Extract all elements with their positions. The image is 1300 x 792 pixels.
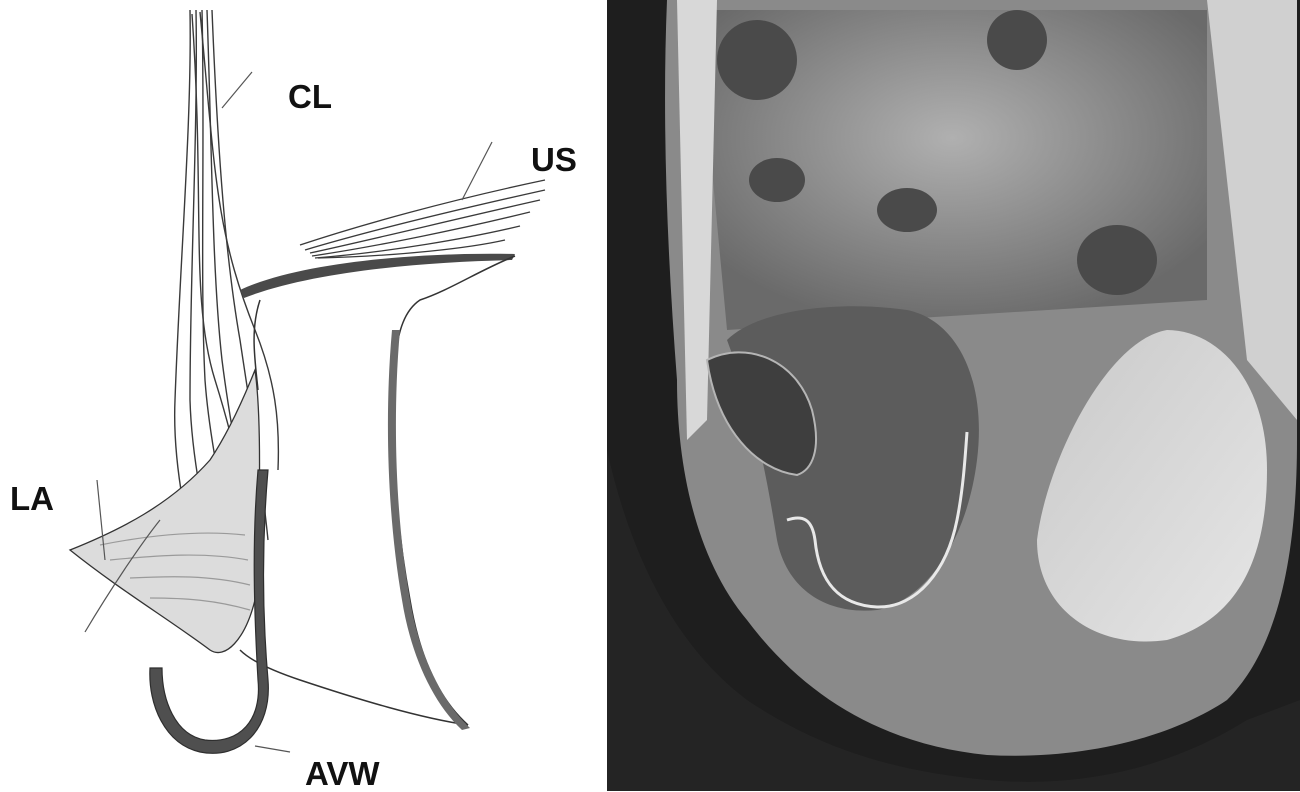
label-us: US	[531, 143, 577, 176]
right-wall-band	[388, 330, 470, 730]
label-avw: AVW	[305, 757, 380, 790]
vaginal-wall-outline	[240, 256, 515, 725]
uterosacral-ligament-strands	[300, 180, 545, 258]
mri-image	[607, 0, 1300, 791]
model-drawing	[0, 0, 600, 791]
mri-image-panel	[607, 0, 1300, 791]
cl-pointer-line	[222, 72, 252, 108]
avw-pointer-line	[255, 746, 290, 752]
us-pointer-line	[462, 142, 492, 200]
label-cl: CL	[288, 80, 332, 113]
model-diagram-panel: CL US LA AVW	[0, 0, 600, 791]
label-la: LA	[10, 482, 54, 515]
